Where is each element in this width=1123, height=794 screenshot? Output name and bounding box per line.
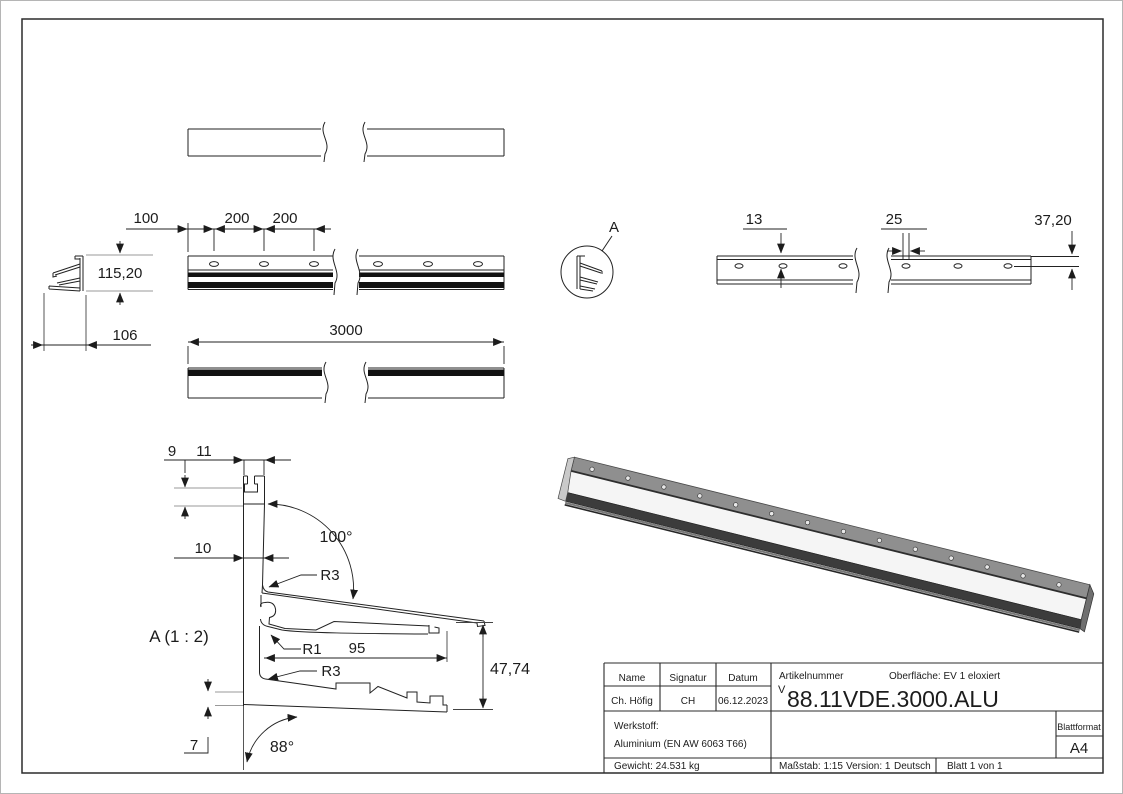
dim-slot-width: 25: [886, 211, 903, 228]
dim-top-offset: 37,20: [1034, 212, 1072, 229]
tb-name-value: Ch. Höfig: [611, 696, 653, 707]
top-view: [187, 121, 505, 163]
tb-sheet-value: Blatt 1 von 1: [947, 761, 1003, 772]
isometric-view: [557, 456, 1095, 633]
tb-scale-value: Maßstab: 1:15: [779, 761, 843, 772]
dim-radius-mid: R1: [302, 641, 321, 658]
bottom-view: 3000: [187, 322, 505, 404]
right-view: 13 25 37,20: [716, 211, 1079, 294]
title-block: Name Signatur Datum Ch. Höfig CH 06.12.2…: [603, 662, 1103, 773]
detail-marker: A: [560, 219, 619, 299]
tb-surface-value: Oberfläche: EV 1 eloxiert: [889, 671, 1000, 682]
dim-angle-top: 100°: [319, 529, 352, 546]
tb-article-number: 88.11VDE.3000.ALU: [787, 686, 999, 712]
dim-profile-height: 115,20: [98, 265, 143, 282]
side-cross-section: 115,20 106: [31, 241, 153, 351]
tb-material-label: Werkstoff:: [614, 721, 659, 732]
dim-radius-bottom: R3: [321, 663, 340, 680]
tb-signature-header: Signatur: [669, 673, 707, 684]
dim-tab-width: 11: [196, 443, 212, 460]
tb-article-prefix: V: [778, 684, 786, 696]
tb-sheet-format-value: A4: [1070, 740, 1088, 757]
tb-version-value: Version: 1: [846, 761, 891, 772]
dim-arm-length: 95: [349, 640, 366, 657]
detail-view-a: 88° 7 9 11 10 100° R3 R1 R3: [149, 443, 530, 770]
tb-weight-value: Gewicht: 24.531 kg: [614, 761, 700, 772]
tb-date-header: Datum: [728, 673, 757, 684]
dim-profile-depth: 106: [112, 327, 137, 344]
dim-hole-pitch-b: 200: [272, 210, 297, 227]
dim-length: 3000: [329, 322, 362, 339]
dim-hole-pitch-a: 200: [224, 210, 249, 227]
front-view-hole-dims: 100 200 200: [126, 210, 331, 252]
dim-edge-to-hole: 13: [746, 211, 763, 228]
dim-wall-width: 10: [195, 540, 212, 557]
drawing-frame: [21, 18, 1104, 774]
front-view: [187, 248, 505, 296]
tb-language-value: Deutsch: [894, 761, 931, 772]
dim-hole-offset: 100: [133, 210, 158, 227]
detail-marker-label: A: [609, 219, 619, 236]
dim-radius-top: R3: [320, 567, 339, 584]
dim-drop-height: 47,74: [490, 661, 530, 678]
dim-tab-step: 9: [168, 443, 176, 460]
tb-name-header: Name: [619, 673, 646, 684]
dim-base-thickness: 7: [190, 737, 198, 754]
tb-sheet-format-label: Blattformat: [1057, 722, 1101, 732]
tb-material-value: Aluminium (EN AW 6063 T66): [614, 739, 747, 750]
dim-angle-bottom: 88°: [270, 739, 294, 756]
detail-view-label: A (1 : 2): [149, 627, 209, 646]
tb-article-label: Artikelnummer: [779, 671, 844, 682]
tb-signature-value: CH: [681, 696, 695, 707]
tb-date-value: 06.12.2023: [718, 696, 768, 707]
